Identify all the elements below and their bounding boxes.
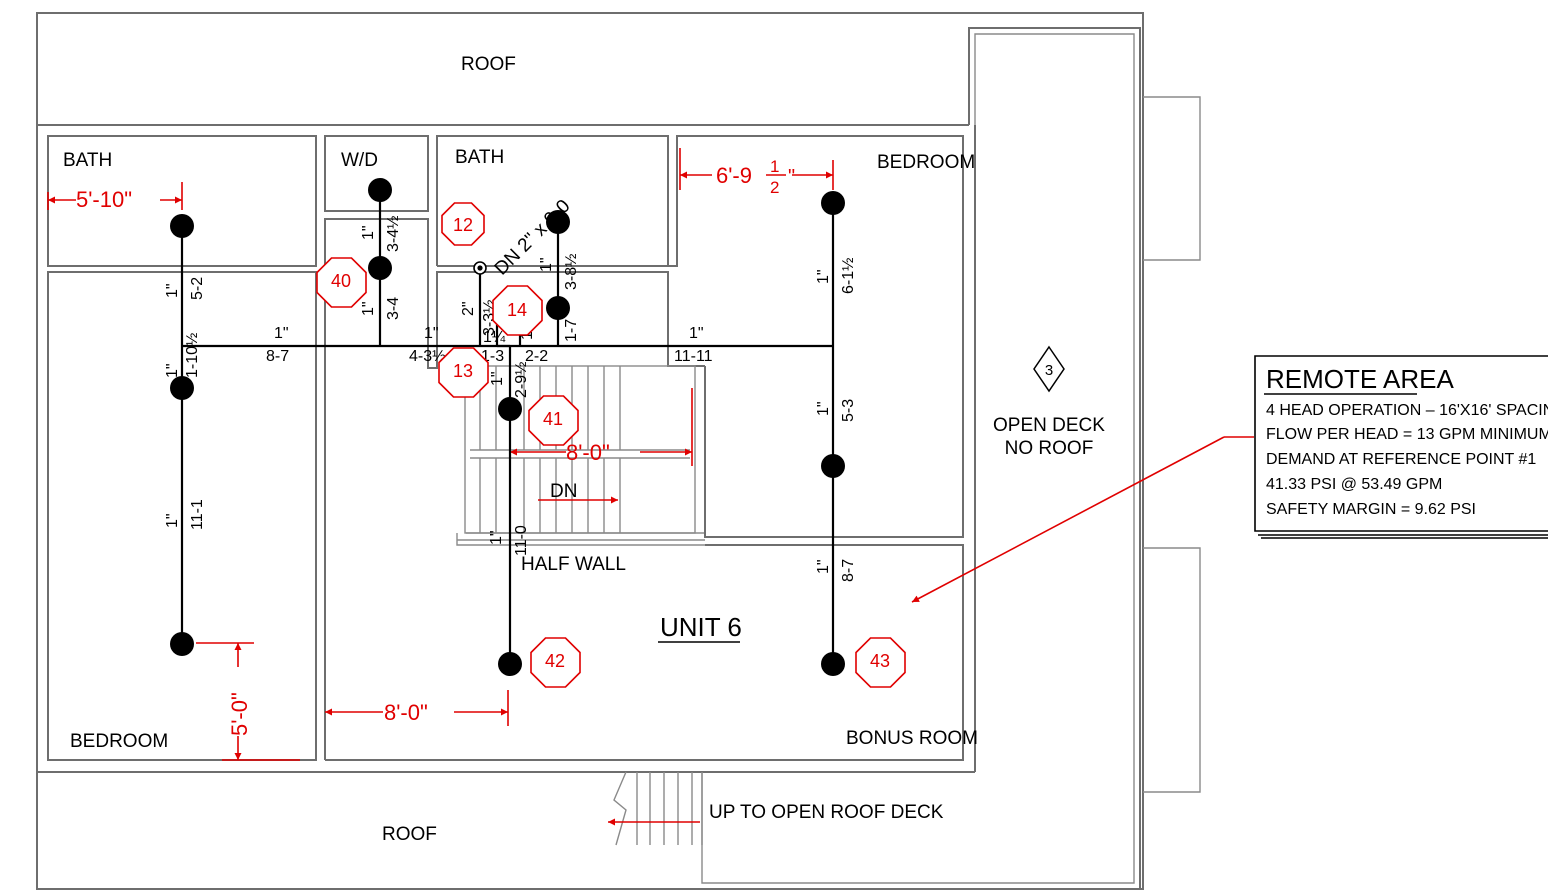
remote-area-leader	[911, 436, 1254, 603]
remote-area-title: REMOTE AREA	[1266, 364, 1454, 394]
wd-label: W/D	[341, 150, 378, 171]
bedroom-left-label: BEDROOM	[70, 731, 168, 752]
sprinkler-head	[498, 652, 522, 676]
pipe-length: 3-8½	[563, 254, 580, 290]
pipe-length: 1-10½	[184, 333, 201, 378]
pipe-length: 11-0	[513, 525, 530, 556]
pipe-size: 1"	[538, 257, 555, 272]
head-tag-14: 14	[492, 285, 543, 336]
dim-6-9-numerator: 1	[770, 157, 779, 176]
pipe-length: 2-9½	[513, 362, 530, 398]
sprinkler-head	[170, 214, 194, 238]
svg-text:43: 43	[870, 651, 890, 671]
sprinkler-head	[546, 296, 570, 320]
sprinkler-head	[170, 376, 194, 400]
dim-5-0: 5'-0"	[227, 692, 252, 736]
dimension-lines: 5'-10" 6'-9 1 2 " 8'-0" 8'-0" 5'-0"	[47, 148, 834, 826]
bonus-room-label: BONUS ROOM	[846, 728, 978, 749]
dim-6-9-inch: "	[788, 166, 795, 188]
head-tag-13: 13	[438, 347, 489, 398]
pipe-size: 1"	[360, 225, 377, 240]
head-tags: 12 13 14 40 41 42 43	[316, 202, 906, 688]
dim-5-10: 5'-10"	[76, 187, 132, 212]
remote-area-line-5: SAFETY MARGIN = 9.62 PSI	[1266, 501, 1476, 518]
pipe-length: 4-3½	[409, 348, 445, 365]
pipe-length: 3-4	[385, 297, 402, 320]
pipe-size: 1"	[815, 269, 832, 284]
room-labels: ROOF ROOF BATH W/D BATH BEDROOM BEDROOM …	[63, 54, 1105, 845]
half-wall-label: HALF WALL	[521, 554, 626, 575]
sprinkler-head	[821, 191, 845, 215]
sprinkler-head	[368, 178, 392, 202]
pipe-size: 1"	[164, 283, 181, 298]
bath-left-label: BATH	[63, 150, 112, 171]
pipe-length: 5-2	[189, 277, 206, 300]
head-tag-41: 41	[528, 395, 579, 446]
roof-access-stair	[613, 771, 703, 846]
pipe-length: 3-4½	[385, 216, 402, 252]
svg-text:42: 42	[545, 651, 565, 671]
remote-area-line-3: DEMAND AT REFERENCE POINT #1	[1266, 451, 1536, 468]
remote-area-line-4: 41.33 PSI @ 53.49 GPM	[1266, 476, 1442, 493]
dim-8-0-stair: 8'-0"	[566, 440, 610, 465]
pipe-length: 5-3	[840, 399, 857, 422]
deck-tag-number: 3	[1045, 362, 1053, 379]
sprinkler-head	[368, 256, 392, 280]
pipe-length: 2-2	[525, 348, 548, 365]
pipe-length: 1-7	[563, 319, 580, 342]
pipe-size: 1¼"	[483, 329, 511, 346]
svg-text:41: 41	[543, 409, 563, 429]
sprinkler-head	[821, 454, 845, 478]
svg-text:14: 14	[507, 300, 527, 320]
pipe-size: 1"	[164, 513, 181, 528]
roof-top-label: ROOF	[461, 54, 516, 75]
pipe-length: 11-1	[189, 499, 206, 530]
no-roof-label: NO ROOF	[1005, 438, 1094, 459]
remote-area-line-2: FLOW PER HEAD = 13 GPM MINIMUM	[1266, 426, 1548, 443]
open-deck-label: OPEN DECK	[993, 415, 1105, 436]
svg-text:12: 12	[453, 215, 473, 235]
svg-text:13: 13	[453, 361, 473, 381]
deck-tag-diamond	[1033, 345, 1065, 393]
pipe-size: 1"	[164, 363, 181, 378]
pipe-length: 6-1½	[840, 258, 857, 294]
head-tag-43: 43	[855, 637, 906, 688]
riser-inner	[477, 265, 483, 271]
head-tag-40: 40	[316, 257, 367, 308]
pipe-size: 2"	[460, 301, 477, 316]
head-tag-42: 42	[530, 637, 581, 688]
unit-label: UNIT 6	[660, 612, 742, 642]
remote-area-box: REMOTE AREA 4 HEAD OPERATION – 16'X16' S…	[1254, 355, 1548, 539]
dim-8-0-bottom: 8'-0"	[384, 700, 428, 725]
sprinkler-heads	[170, 178, 845, 676]
svg-text:40: 40	[331, 271, 351, 291]
dim-6-9-denominator: 2	[770, 178, 779, 197]
dim-6-9-whole: 6'-9	[716, 163, 752, 188]
pipe-size: 1"	[689, 325, 704, 342]
stair-dn-label: DN	[550, 481, 577, 502]
pipe-length: 8-7	[266, 348, 289, 365]
sprinkler-head	[498, 397, 522, 421]
bath-center-label: BATH	[455, 147, 504, 168]
pipe-size: 1"	[815, 401, 832, 416]
pipe-size: 1"	[274, 325, 289, 342]
pipe-size: 1"	[360, 301, 377, 316]
pipe-size: 1"	[489, 371, 506, 386]
bedroom-right-label: BEDROOM	[877, 152, 975, 173]
sprinkler-head	[821, 652, 845, 676]
roof-deck-stair-label: UP TO OPEN ROOF DECK	[709, 802, 944, 823]
pipe-length: 8-7	[840, 559, 857, 582]
roof-bottom-label: ROOF	[382, 824, 437, 845]
sprinkler-head	[546, 210, 570, 234]
pipe-length: 11-11	[674, 348, 713, 365]
pipe-size: 1"	[815, 559, 832, 574]
remote-area-line-1: 4 HEAD OPERATION – 16'X16' SPACING	[1266, 402, 1548, 419]
head-tag-12: 12	[441, 202, 485, 246]
pipe-size: 1"	[424, 325, 439, 342]
pipe-size: 1"	[488, 530, 505, 545]
sprinkler-head	[170, 632, 194, 656]
